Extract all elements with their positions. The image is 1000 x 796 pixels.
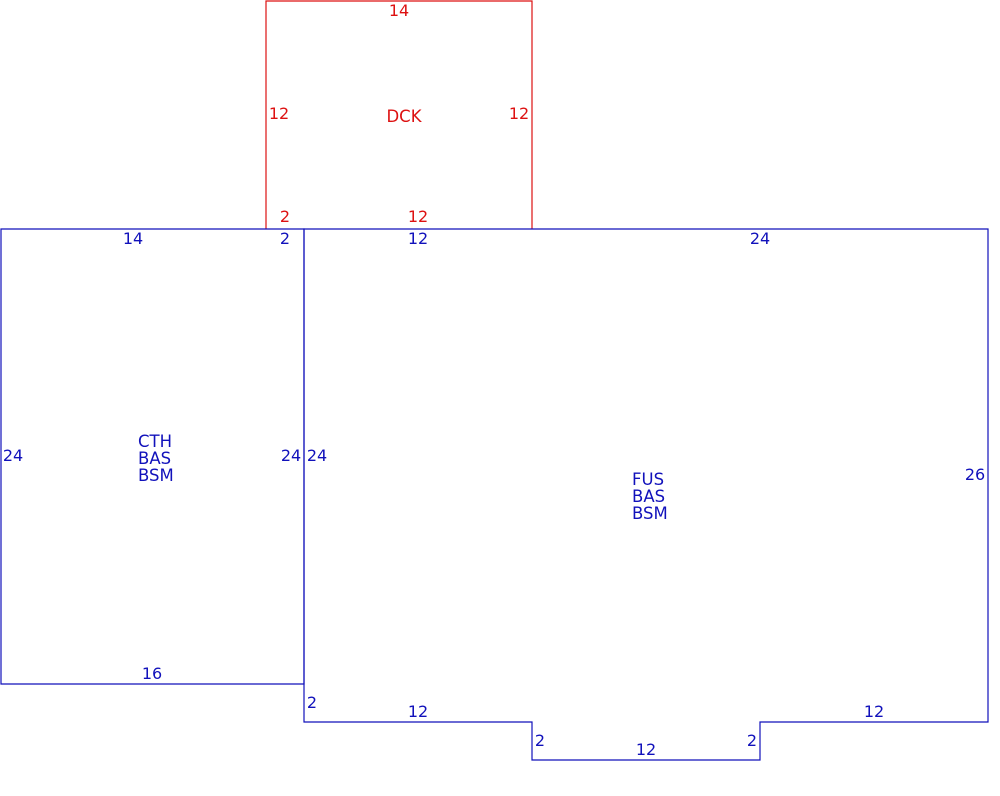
main-dim-top-left: 12 [408, 229, 428, 248]
main-dim-step-left: 2 [307, 693, 317, 712]
main-dim-bottom-left: 12 [408, 702, 428, 721]
main-area-label-2: BAS [632, 487, 665, 506]
left-dim-bottom: 16 [142, 664, 162, 683]
deck-section [265, 0, 533, 229]
deck-dim-bottom-right: 12 [408, 207, 428, 226]
left-dim-left: 24 [3, 446, 23, 465]
main-dim-bottom-right: 12 [864, 702, 884, 721]
main-area-label-3: BSM [632, 504, 668, 523]
deck-area-label: DCK [386, 107, 422, 126]
left-area-label-3: BSM [138, 466, 174, 485]
main-dim-notch-right: 2 [747, 731, 757, 750]
main-section [303, 228, 989, 761]
deck-dim-right: 12 [509, 104, 529, 123]
deck-outline [265, 0, 533, 229]
deck-dim-left: 12 [269, 104, 289, 123]
main-dim-notch-left: 2 [535, 731, 545, 750]
main-dim-left: 24 [307, 446, 327, 465]
left-area-label-1: CTH [138, 432, 172, 451]
left-dim-top-right: 2 [280, 229, 290, 248]
main-dim-notch-bottom: 12 [636, 740, 656, 759]
main-dim-right: 26 [965, 465, 985, 484]
left-area-label-2: BAS [138, 449, 171, 468]
main-section-outline [303, 228, 989, 761]
deck-dim-top: 14 [389, 1, 409, 20]
main-dim-top-right: 24 [750, 229, 770, 248]
main-area-label-1: FUS [632, 470, 664, 489]
deck-dim-bottom-left: 2 [280, 207, 290, 226]
left-dim-top: 14 [123, 229, 143, 248]
left-dim-right: 24 [281, 446, 301, 465]
